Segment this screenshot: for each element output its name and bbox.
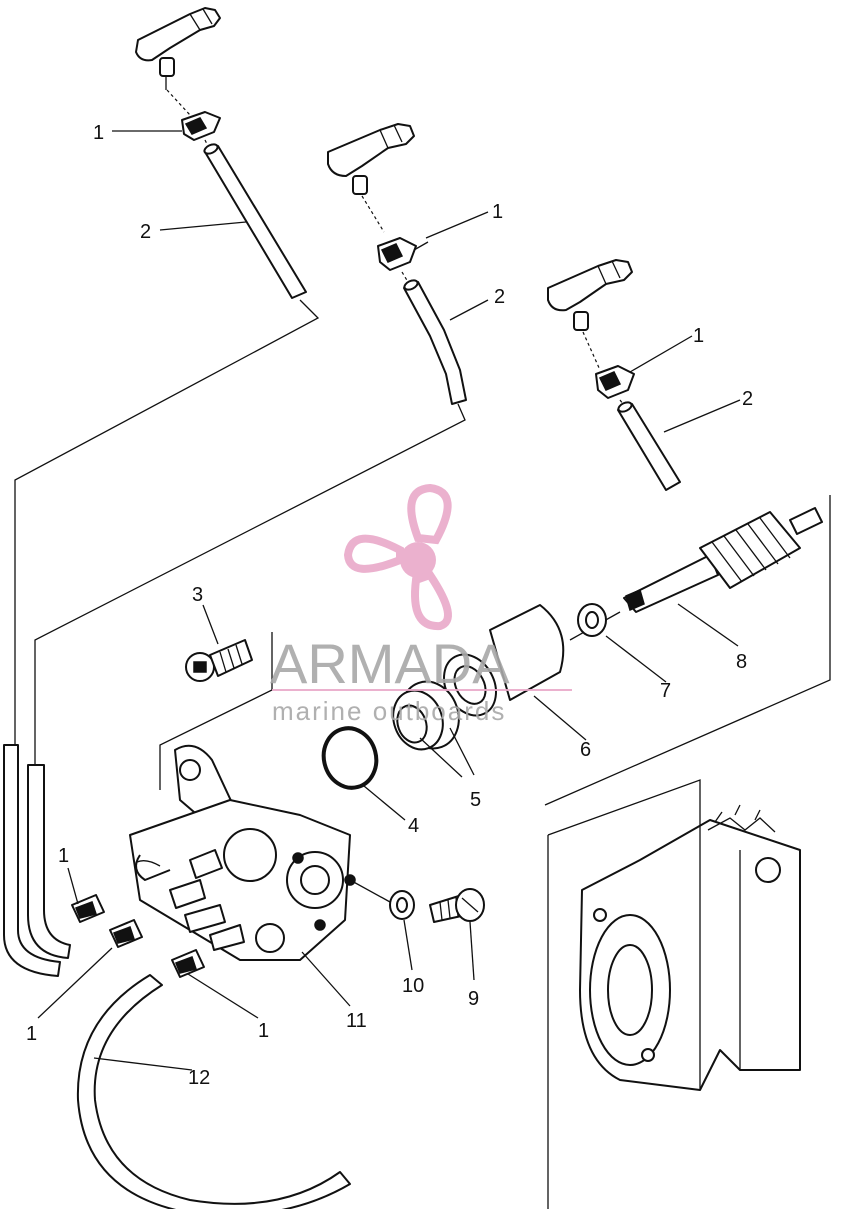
logo-hub — [400, 542, 436, 578]
washer-10 — [389, 890, 415, 920]
propeller-logo-icon — [343, 483, 452, 631]
watermark: ARMADA marine outboards — [270, 483, 572, 726]
clamp-1b — [377, 237, 429, 271]
fitting-1 — [135, 7, 221, 90]
hose-assembly-3 — [547, 259, 681, 491]
sleeve-6 — [443, 604, 565, 717]
logo-blade-top — [407, 483, 452, 545]
callout-12: 12 — [188, 1067, 210, 1089]
engine-block — [547, 779, 801, 1209]
callout-7: 7 — [660, 680, 671, 702]
callout-1d: 1 — [58, 845, 69, 867]
bolt-3 — [159, 632, 273, 790]
clamp-1f — [171, 949, 205, 978]
callout-1e: 1 — [26, 1023, 37, 1045]
callout-1b: 1 — [492, 201, 503, 223]
screw-9 — [429, 888, 485, 923]
callout-10: 10 — [402, 975, 424, 997]
callout-2a: 2 — [140, 221, 151, 243]
callout-1a: 1 — [93, 122, 104, 144]
hose-2c — [617, 401, 681, 491]
washer-7 — [577, 603, 607, 637]
callout-3: 3 — [192, 584, 203, 606]
callouts: 1 2 1 2 1 2 3 4 5 6 7 8 9 10 11 12 1 1 1 — [26, 122, 753, 1089]
long-hose-12 — [76, 974, 351, 1209]
hose-2b — [403, 279, 467, 405]
hose-assembly-1 — [14, 7, 320, 745]
callout-2b: 2 — [494, 286, 505, 308]
seals-5 — [392, 680, 460, 751]
o-ring-4 — [321, 726, 379, 790]
callout-1c: 1 — [693, 325, 704, 347]
callout-6: 6 — [580, 739, 591, 761]
callout-4: 4 — [408, 815, 419, 837]
watermark-name: ARMADA — [270, 632, 510, 695]
left-hoses — [3, 744, 71, 977]
logo-blade-right — [411, 570, 452, 631]
callout-2c: 2 — [742, 388, 753, 410]
oil-pump-body — [129, 744, 356, 961]
clamp-1d — [71, 894, 105, 923]
hose-assembly-2 — [34, 123, 467, 765]
callout-11: 11 — [346, 1010, 367, 1032]
leader-lines — [37, 130, 741, 1071]
watermark-tagline: marine outboards — [272, 696, 506, 726]
callout-1f: 1 — [258, 1020, 269, 1042]
hose-2a — [203, 143, 307, 299]
clamp-1a — [181, 111, 221, 141]
drive-shaft — [544, 495, 831, 806]
clamp-1e — [109, 919, 143, 948]
callout-5: 5 — [470, 789, 481, 811]
clamp-1c — [595, 365, 635, 399]
callout-8: 8 — [736, 651, 747, 673]
logo-blade-left — [343, 534, 404, 573]
callout-9: 9 — [468, 988, 479, 1010]
